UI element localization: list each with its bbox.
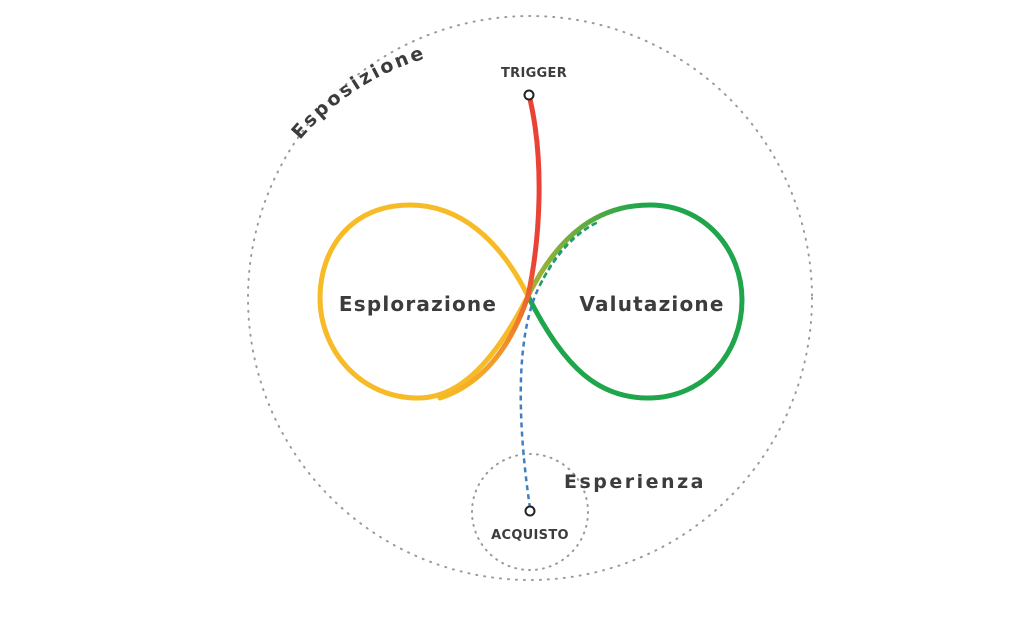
purchase-path-top bbox=[538, 220, 599, 286]
purchase-label: ACQUISTO bbox=[491, 528, 569, 543]
experience-circle bbox=[471, 453, 589, 571]
trigger-path bbox=[437, 92, 542, 401]
trigger-label: TRIGGER bbox=[501, 66, 567, 81]
exploration-loop bbox=[317, 202, 531, 401]
exposure-label: Esposizione bbox=[287, 42, 428, 144]
evaluation-label: Valutazione bbox=[579, 292, 724, 316]
trigger-node bbox=[523, 89, 535, 101]
purchase-node bbox=[524, 505, 536, 517]
exploration-label: Esplorazione bbox=[339, 292, 497, 316]
purchase-path bbox=[519, 220, 599, 509]
exposure-circle bbox=[247, 15, 813, 581]
experience-label: Esperienza bbox=[564, 471, 706, 493]
evaluation-loop bbox=[525, 202, 745, 401]
crossing-segment bbox=[525, 202, 653, 299]
